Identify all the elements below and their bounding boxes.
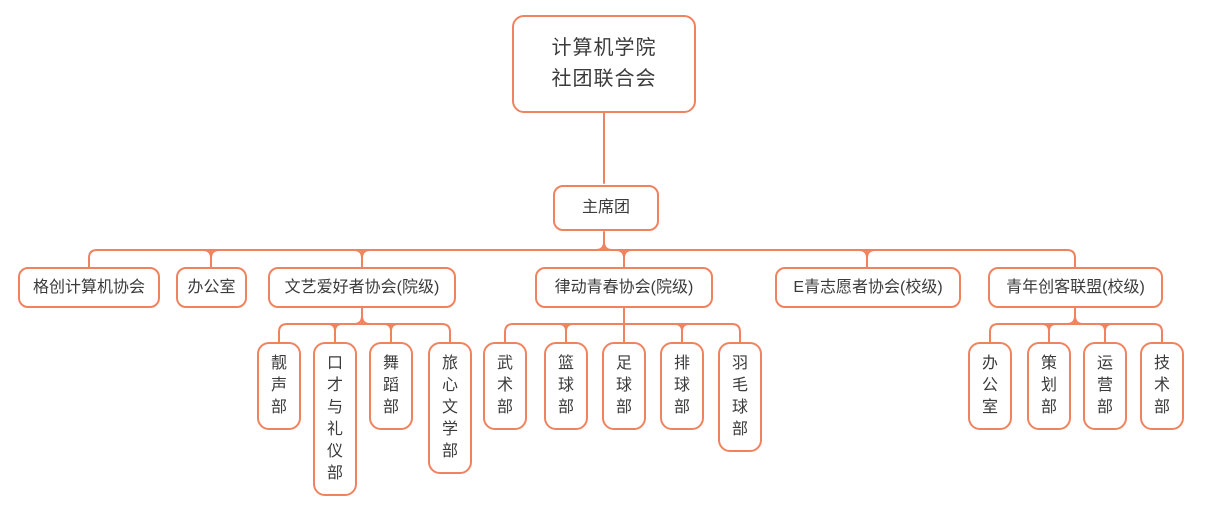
node-dept-operations[interactable]: 运 营 部 — [1083, 342, 1127, 430]
node-young-makers-union[interactable]: 青年创客联盟(校级) — [988, 267, 1163, 308]
node-office[interactable]: 办公室 — [176, 267, 247, 308]
node-arts-lovers-association[interactable]: 文艺爱好者协会(院级) — [268, 267, 456, 308]
node-dept-eloquence-etiquette[interactable]: 口 才 与 礼 仪 部 — [313, 342, 357, 496]
node-e-youth-volunteers-association[interactable]: E青志愿者协会(校级) — [775, 267, 961, 308]
node-dept-dance[interactable]: 舞 蹈 部 — [369, 342, 413, 430]
node-rhythm-youth-association[interactable]: 律动青春协会(院级) — [535, 267, 713, 308]
node-gechuang-computer-association[interactable]: 格创计算机协会 — [18, 267, 160, 308]
node-root-federation[interactable]: 计算机学院 社团联合会 — [512, 15, 696, 113]
node-dept-planning[interactable]: 策 划 部 — [1027, 342, 1071, 430]
node-dept-volleyball[interactable]: 排 球 部 — [660, 342, 704, 430]
node-presidium[interactable]: 主席团 — [553, 185, 659, 231]
node-dept-technology[interactable]: 技 术 部 — [1140, 342, 1184, 430]
node-dept-basketball[interactable]: 篮 球 部 — [544, 342, 588, 430]
node-dept-martial-arts[interactable]: 武 术 部 — [483, 342, 527, 430]
connector-sports-group — [504, 307, 741, 343]
node-dept-voice[interactable]: 靓 声 部 — [257, 342, 301, 430]
node-dept-football[interactable]: 足 球 部 — [602, 342, 646, 430]
node-dept-travel-literature[interactable]: 旅 心 文 学 部 — [428, 342, 472, 474]
node-dept-badminton[interactable]: 羽 毛 球 部 — [718, 342, 762, 452]
connector-makers-group — [989, 307, 1163, 343]
node-dept-makers-office[interactable]: 办 公 室 — [968, 342, 1012, 430]
connector-arts-group — [278, 307, 451, 343]
